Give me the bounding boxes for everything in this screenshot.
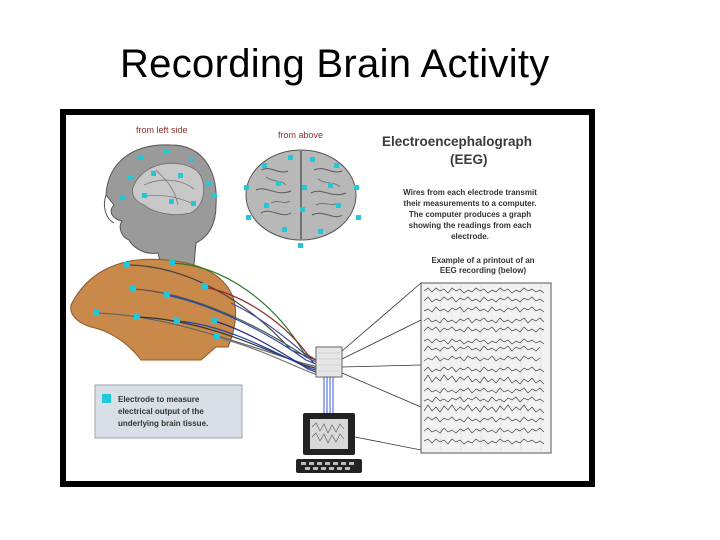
eeg-figure: from left side from above [66, 115, 589, 481]
eeg-heading: Electroencephalograph [382, 134, 532, 149]
svg-text:showing the readings from each: showing the readings from each [409, 221, 532, 230]
eeg-subheading: (EEG) [450, 152, 488, 167]
profile-electrodes [93, 259, 220, 339]
svg-text:electrode.: electrode. [451, 232, 489, 241]
eeg-figure-frame: from left side from above [60, 109, 595, 487]
eeg-traces [423, 287, 545, 445]
printout-connector-lines [341, 282, 422, 451]
svg-text:Wires from each electrode tran: Wires from each electrode transmit [403, 188, 537, 197]
eeg-printout [420, 282, 552, 454]
svg-text:EEG recording (below): EEG recording (below) [440, 266, 527, 275]
label-left-side: from left side [136, 125, 188, 135]
legend-electrode-swatch [102, 394, 111, 403]
svg-text:their measurements to a comput: their measurements to a computer. [404, 199, 537, 208]
head-side-view [103, 144, 217, 266]
svg-text:The computer produces a graph: The computer produces a graph [409, 210, 531, 219]
electrode-dots [120, 149, 361, 248]
eeg-description: Wires from each electrode transmit their… [403, 188, 537, 241]
svg-text:Example of a printout of an: Example of a printout of an [431, 256, 534, 265]
computer-icon [296, 413, 362, 473]
brain-top-view [245, 149, 357, 241]
label-from-above: from above [278, 130, 323, 140]
printout-caption: Example of a printout of an EEG recordin… [431, 256, 534, 275]
svg-text:electrical output of the: electrical output of the [118, 407, 204, 416]
head-profile-large [70, 258, 237, 361]
svg-text:underlying brain tissue.: underlying brain tissue. [118, 419, 208, 428]
electrode-legend: Electrode to measure electrical output o… [94, 384, 243, 439]
computer-cable [323, 377, 334, 413]
slide-title: Recording Brain Activity [120, 42, 550, 86]
svg-text:Electrode to measure: Electrode to measure [118, 395, 200, 404]
eeg-illustration: from left side from above [70, 125, 552, 473]
connector-box [315, 346, 343, 378]
electrode-wires [95, 262, 321, 376]
